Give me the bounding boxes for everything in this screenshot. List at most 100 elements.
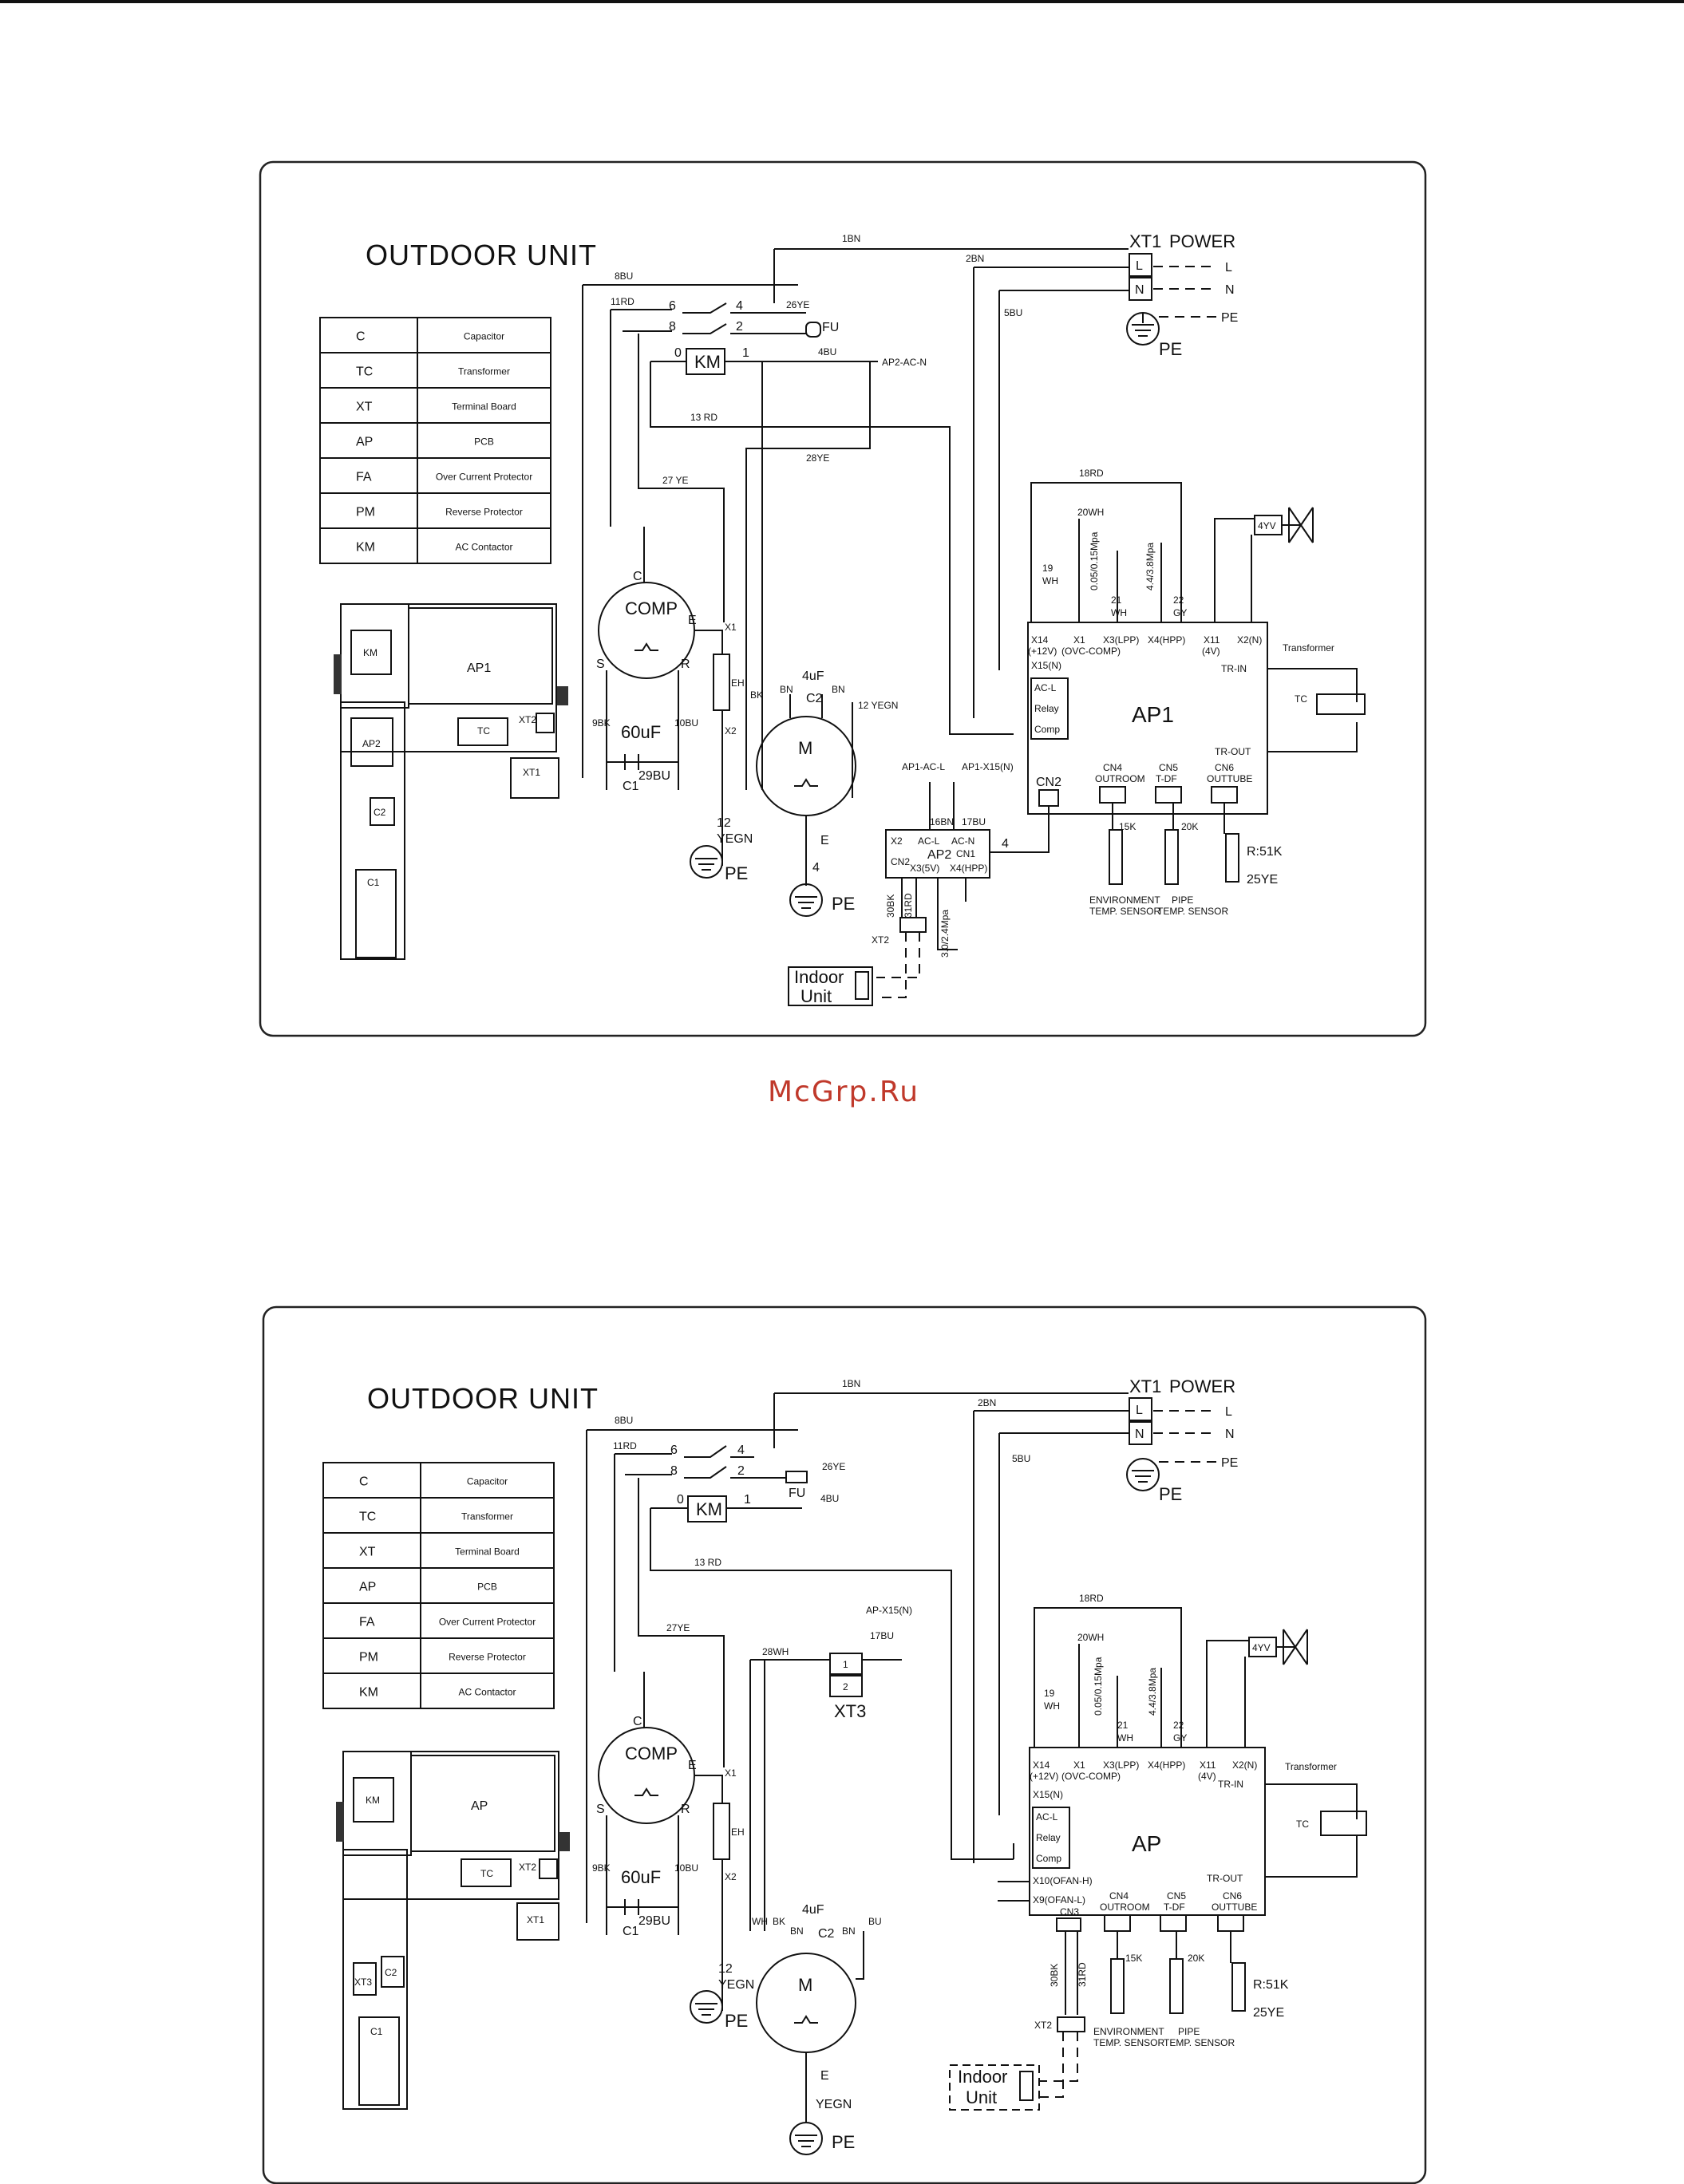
legend-code: TC xyxy=(359,1511,376,1524)
wire-2-10bu: 10BU xyxy=(674,1862,698,1874)
contact-4: 4 xyxy=(736,299,743,313)
xt1-2-l-text: L xyxy=(1136,1404,1143,1417)
layout-ap1-label: AP1 xyxy=(467,662,491,675)
comp-2-pe-label: PE xyxy=(725,2011,748,2031)
c2-contact-8: 8 xyxy=(670,1464,678,1478)
wire-19wh: 19 xyxy=(1042,563,1053,574)
c2-contact-2: 2 xyxy=(737,1464,745,1478)
ground-12yegn-color: YEGN xyxy=(717,832,753,846)
xt2-terminal xyxy=(899,917,927,933)
legend-code: TC xyxy=(356,365,373,379)
legend-code: PM xyxy=(359,1651,378,1665)
ground-2-12-color: YEGN xyxy=(718,1978,754,1992)
layout-2-c1-label: C1 xyxy=(370,2026,383,2037)
cap-60uf: 60uF xyxy=(621,722,661,742)
comp-2-e: E xyxy=(688,1759,697,1772)
ap2-board xyxy=(885,829,990,879)
layout-2-xt1 xyxy=(516,1902,559,1941)
legend-code: C xyxy=(356,330,366,344)
comp-pe-label: PE xyxy=(725,863,748,883)
wire-2-18rd: 18RD xyxy=(1079,1593,1104,1604)
tr-2-out: TR-OUT xyxy=(1207,1873,1243,1884)
indoor-unit-2-2: Unit xyxy=(966,2087,997,2107)
port-x14-v: (+12V) xyxy=(1028,646,1057,657)
motor-pe-label: PE xyxy=(832,894,855,914)
watermark: McGrp.Ru xyxy=(768,1076,919,1108)
xt3-term-2: 2 xyxy=(843,1681,848,1692)
wire-2-bu: BU xyxy=(868,1916,882,1927)
wire-2-31rd: 31RD xyxy=(1077,1962,1088,1987)
indoor-unit-2: Unit xyxy=(800,986,832,1006)
ap2-x3: X3(5V) xyxy=(910,863,939,874)
wire-2-13rd: 13 RD xyxy=(694,1557,721,1568)
legend-row xyxy=(319,457,551,494)
wire-2-17bu: 17BU xyxy=(870,1630,894,1641)
ap2-acl: AC-L xyxy=(918,835,940,847)
motor-2-e: E xyxy=(820,2069,829,2083)
km-contacts xyxy=(682,302,754,334)
fuse-2-icon xyxy=(785,1471,808,1483)
xt1-n-terminal xyxy=(1129,277,1152,301)
cn6-connector xyxy=(1211,786,1238,804)
motor-2-bn-2: BN xyxy=(842,1925,856,1937)
wire-2-wh: WH xyxy=(752,1916,768,1927)
pipe-sensor-1: PIPE xyxy=(1172,895,1193,906)
layout-c2 xyxy=(370,797,395,826)
port-x11-v: (4V) xyxy=(1202,646,1220,657)
port-2-x1-v: (OVC-COMP) xyxy=(1061,1771,1121,1782)
port-x1: X1 xyxy=(1073,634,1085,646)
c2-contact-6: 6 xyxy=(670,1443,678,1457)
wire-2-26ye: 26YE xyxy=(822,1461,845,1472)
cn6-2-label: CN6 xyxy=(1223,1890,1242,1902)
env-sensor-2: TEMP. SENSOR xyxy=(1089,906,1160,917)
supply-2-l: L xyxy=(1225,1405,1232,1419)
relay-block xyxy=(1030,677,1069,740)
env-2-sensor-2: TEMP. SENSOR xyxy=(1093,2037,1164,2048)
layout-2-xt2-label: XT2 xyxy=(519,1862,536,1873)
hp1-switch: 4.4/3.8Mpa xyxy=(1144,543,1156,590)
wire-29bu: 29BU xyxy=(638,769,670,783)
layout-2-c2-label: C2 xyxy=(385,1967,397,1978)
ap2-x4: X4(HPP) xyxy=(950,863,987,874)
legend-desc: PCB xyxy=(474,436,494,447)
legend-desc: Over Current Protector xyxy=(439,1616,536,1627)
legend-desc: PCB xyxy=(477,1581,497,1592)
supply-2-pe: PE xyxy=(1221,1456,1238,1470)
valve-icon xyxy=(1288,507,1314,543)
layout-2-ap-label: AP xyxy=(471,1799,488,1813)
layout-2-xt3-label: XT3 xyxy=(354,1977,372,1988)
hp2-switch: 3.0/2.4Mpa xyxy=(939,910,951,958)
legend-row xyxy=(319,352,551,389)
cn5-2-name: T-DF xyxy=(1164,1902,1185,1913)
xt1-pe-label: PE xyxy=(1159,339,1182,359)
ap2-acn: AC-N xyxy=(951,835,974,847)
cn4-name: OUTROOM xyxy=(1095,773,1145,784)
legend-row xyxy=(319,387,551,424)
wire-18rd: 18RD xyxy=(1079,468,1104,479)
xt1-2-pe-label: PE xyxy=(1159,1484,1182,1504)
xt3-label: XT3 xyxy=(834,1701,866,1721)
layout-2-tc xyxy=(461,1858,512,1887)
xt1-2-n-text: N xyxy=(1135,1428,1144,1441)
indoor-unit-1: Indoor xyxy=(794,967,844,987)
heater-2-eh xyxy=(713,1803,730,1860)
layout-tc xyxy=(457,717,508,746)
legend-row xyxy=(322,1602,555,1639)
legend-code: FA xyxy=(356,471,372,484)
power-wires xyxy=(773,248,1129,718)
comp-label: COMP xyxy=(625,598,678,618)
motor-e: E xyxy=(820,834,829,847)
relay-2-relay: Relay xyxy=(1036,1832,1061,1843)
diagram-2-title: OUTDOOR UNIT xyxy=(367,1382,599,1415)
pipe-sensor-2: TEMP. SENSOR xyxy=(1157,906,1228,917)
xt1-label: XT1 xyxy=(1129,231,1161,251)
legend-desc: Capacitor xyxy=(464,330,504,342)
wire-1bn: 1BN xyxy=(842,233,860,244)
component-layout-1: KM AP1 AP2 TC XT2 XT1 C2 C1 xyxy=(334,603,568,960)
km-2-label: KM xyxy=(696,1499,722,1519)
pipe-2-sensor-1: PIPE xyxy=(1178,2026,1200,2037)
comp-s: S xyxy=(596,658,605,671)
layout-c2-label: C2 xyxy=(374,807,386,818)
legend-code: PM xyxy=(356,506,375,519)
